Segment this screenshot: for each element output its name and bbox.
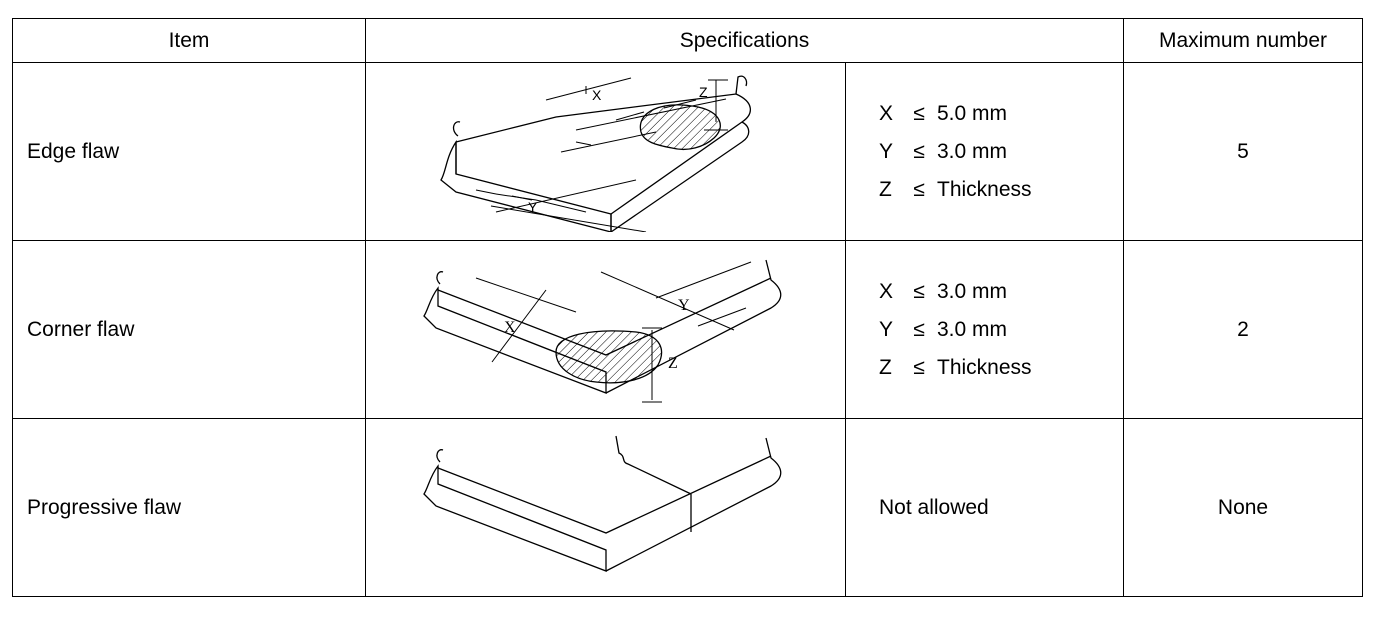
item-name: Edge flaw (12, 62, 366, 241)
corner-flaw-hatched-area (554, 329, 662, 383)
header-maximum-number: Maximum number (1123, 18, 1364, 63)
label-y: Y (528, 199, 538, 215)
corner-flaw-figure-cell: X Y Z (365, 240, 846, 419)
corner-flaw-diagram: X Y Z (422, 259, 781, 402)
label-z: Z (668, 355, 678, 372)
label-z: Z (699, 84, 708, 100)
label-x: X (504, 319, 516, 336)
maximum-number: None (1123, 418, 1364, 597)
progressive-flaw-figure-cell (365, 418, 846, 597)
limit-z: Z≤Thickness (879, 355, 1032, 379)
item-name: Corner flaw (12, 240, 366, 419)
label-y: Y (678, 297, 690, 314)
limit-y: Y≤3.0 mm (879, 139, 1008, 163)
spec-not-allowed: Not allowed (844, 418, 1125, 597)
header-specifications: Specifications (364, 18, 1125, 63)
limit-x: X≤3.0 mm (879, 279, 1008, 303)
label-x: X (592, 87, 602, 103)
progressive-flaw-diagram (422, 435, 781, 572)
limit-z: Z≤Thickness (879, 177, 1032, 201)
table-row: Corner flaw (12, 240, 1364, 419)
table-row: Edge flaw (12, 62, 1364, 241)
header-item: Item (12, 18, 366, 63)
limit-x: X≤5.0 mm (879, 101, 1008, 125)
corner-flaw-limits: X≤3.0 mm Y≤3.0 mm Z≤Thickness (844, 240, 1125, 419)
edge-flaw-hatched-area (639, 103, 721, 150)
edge-flaw-limits: X≤5.0 mm Y≤3.0 mm Z≤Thickness (844, 62, 1125, 241)
flaw-spec-table: Item Specifications Maximum number Edge … (12, 18, 1364, 597)
header-row: Item Specifications Maximum number (12, 18, 1364, 63)
edge-flaw-figure-cell: X Y Z (365, 62, 846, 241)
table-row: Progressive flaw Not allowed None (12, 418, 1364, 597)
maximum-number: 5 (1123, 62, 1364, 241)
item-name: Progressive flaw (12, 418, 366, 597)
limit-y: Y≤3.0 mm (879, 317, 1008, 341)
edge-flaw-diagram: X Y Z (439, 75, 751, 232)
maximum-number: 2 (1123, 240, 1364, 419)
